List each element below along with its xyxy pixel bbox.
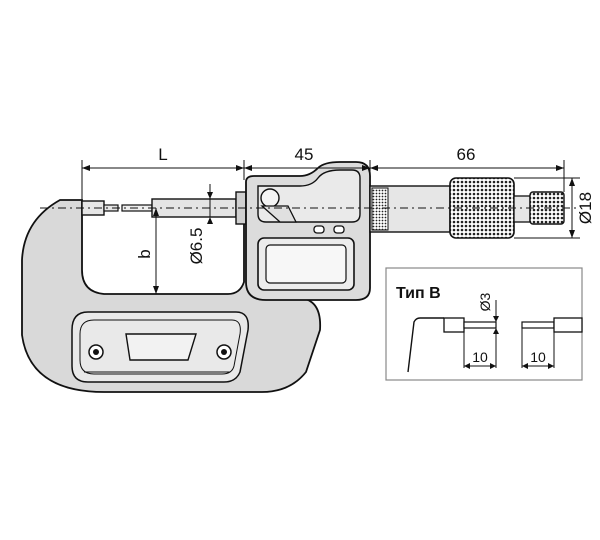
lock-lever (260, 205, 298, 223)
dim-label-66: 66 (457, 145, 476, 164)
inset-dia3: Ø3 (477, 292, 493, 311)
inset-frame-corner (407, 317, 444, 373)
lock-knob-icon (260, 188, 280, 208)
dim-label-45: 45 (295, 145, 314, 164)
dim-label-L: L (158, 145, 167, 164)
dim-label-b: b (135, 249, 154, 258)
inset-spindle (553, 317, 583, 333)
frame-plate-inner (79, 319, 241, 375)
inset-tip-right (521, 321, 555, 329)
frame-label-plate (125, 333, 197, 361)
dim-label-dia18: Ø18 (576, 192, 595, 224)
ratchet-neck (513, 195, 531, 223)
inset-len-right: 10 (530, 349, 546, 365)
lcd-screen (265, 244, 347, 284)
inset-tip-left (463, 321, 497, 329)
button-left (313, 225, 325, 234)
inset-title: Тип B (396, 285, 441, 302)
sleeve-knurl (371, 187, 389, 231)
inset-len-left: 10 (472, 349, 488, 365)
dim-label-dia6-5: Ø6.5 (187, 228, 206, 265)
button-right (333, 225, 345, 234)
inset-anvil (443, 317, 465, 333)
